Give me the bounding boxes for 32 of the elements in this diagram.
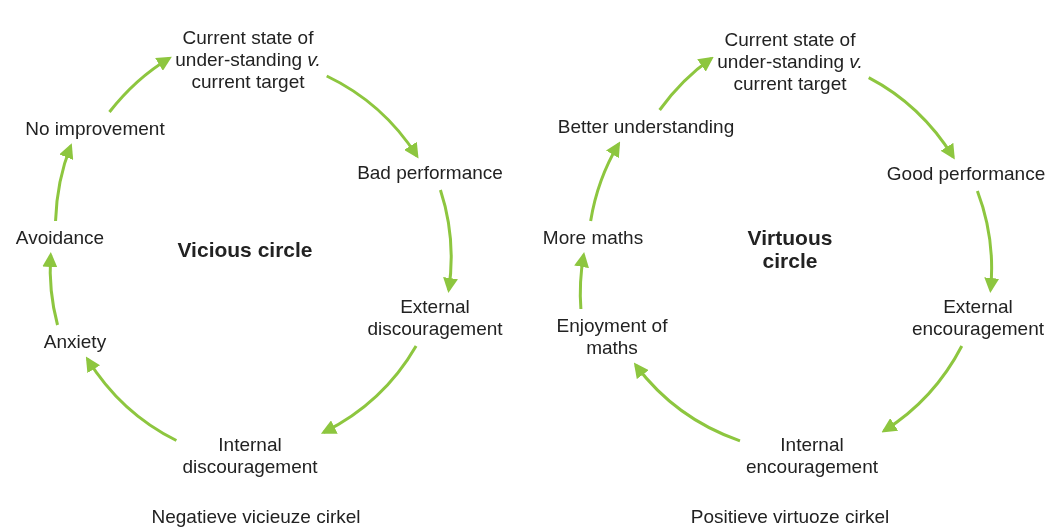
arrow — [868, 76, 955, 160]
node-text: Internal discouragement — [181, 434, 319, 478]
arrow — [589, 141, 621, 222]
caption-text: Negatieve vicieuze cirkel — [150, 506, 362, 528]
arrow — [326, 74, 419, 159]
node-text: Enjoyment of maths — [555, 315, 669, 359]
node-text: Good performance — [885, 163, 1047, 185]
arrow — [42, 252, 59, 326]
arrow — [54, 143, 74, 222]
arrow — [108, 56, 172, 113]
arrow — [658, 56, 714, 111]
node-text: Better understanding — [556, 116, 736, 138]
caption-text: Positieve virtuoze cirkel — [689, 506, 891, 528]
node-text: External discouragement — [366, 296, 504, 340]
node-text: Bad performance — [356, 162, 504, 184]
node-text: Anxiety — [42, 331, 108, 353]
arrow — [881, 345, 964, 433]
arrow — [574, 252, 590, 310]
node-text: Avoidance — [14, 227, 106, 249]
arrow — [975, 190, 999, 293]
arrow — [633, 362, 741, 443]
node-text: Current state of under-standing v. current target — [716, 29, 864, 95]
circle-title: Vicious circle — [176, 237, 314, 261]
circle-title: Virtuous circle — [746, 226, 834, 272]
arrow — [439, 189, 458, 293]
node-text: External encouragement — [910, 296, 1045, 340]
node-text: Current state of under-standing v. current target — [174, 27, 322, 93]
arrow — [85, 356, 178, 442]
arrow — [320, 345, 418, 434]
node-text: Internal encouragement — [744, 434, 879, 478]
node-text: More maths — [541, 227, 645, 249]
node-text: No improvement — [24, 118, 166, 140]
